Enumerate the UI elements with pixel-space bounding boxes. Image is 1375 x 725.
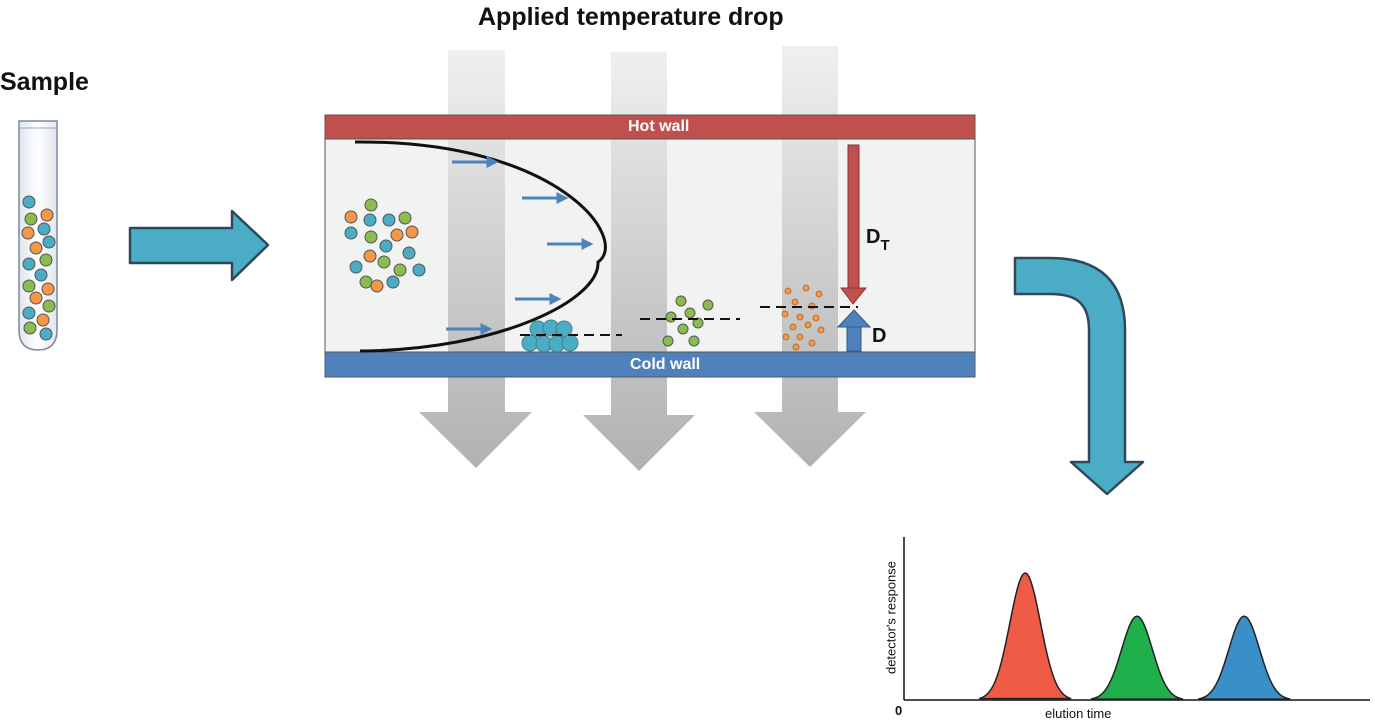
equilibrium-lines [520,306,858,336]
peak-blue [1198,615,1291,700]
peak-red [978,572,1072,700]
cold-wall [324,351,976,378]
temperature-drop-arrows [419,46,866,471]
elution-arrow [1013,256,1145,496]
y-axis-label: detector's response [883,560,899,675]
injected-particle-cluster [344,198,426,293]
dt-subscript: T [880,237,890,254]
hot-wall [324,114,976,140]
fractogram-chart [903,537,1370,701]
thermal-diffusion-label: DT [866,226,890,254]
sample-label: Sample [0,68,89,96]
sample-tube [18,120,58,351]
x-axis-label: elution time [1045,706,1112,721]
hot-wall-label: Hot wall [628,118,690,135]
peak-green [1090,615,1184,700]
diagram-title: Applied temperature drop [478,3,784,31]
cold-wall-label: Cold wall [630,356,701,373]
thermal-diffusion-arrow [840,144,868,305]
diffusion-arrow [836,309,872,352]
flow-velocity-arrows [446,156,594,335]
parabolic-flow-profile [354,140,607,353]
injection-arrow [128,209,270,282]
dt-main: D [866,226,881,248]
diffusion-label: D [872,325,887,347]
x-origin-label: 0 [895,703,903,718]
